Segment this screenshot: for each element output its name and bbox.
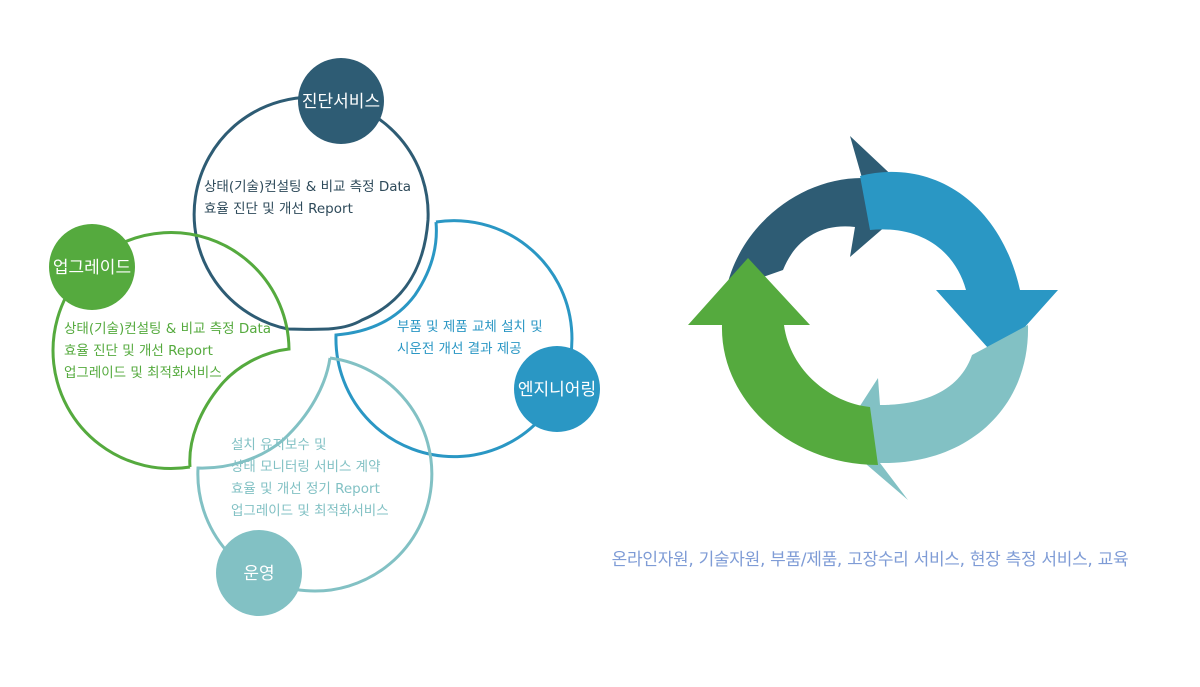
engineering-badge[interactable]: 엔지니어링 (514, 346, 600, 432)
operation-line: 업그레이드 및 최적화서비스 (231, 503, 389, 519)
engineering-text: 부품 및 제품 교체 설치 및 시운전 개선 결과 제공 (397, 319, 543, 357)
upgrade-text: 상태(기술)컨설팅 & 비교 측정 Data 효율 진단 및 개선 Report… (64, 321, 271, 381)
cycle-caption: 온라인자원, 기술자원, 부품/제품, 고장수리 서비스, 현장 측정 서비스,… (611, 550, 1129, 570)
upgrade-line: 효율 진단 및 개선 Report (64, 343, 213, 359)
upgrade-ring (51, 231, 291, 471)
cycle-arrows (688, 136, 1058, 500)
engineering-line: 부품 및 제품 교체 설치 및 (397, 319, 543, 335)
operation-badge[interactable]: 운영 (216, 530, 302, 616)
diagnosis-badge[interactable]: 진단서비스 (298, 58, 384, 144)
operation-line: 효율 및 개선 정기 Report (231, 481, 380, 497)
diagnosis-line: 상태(기술)컨설팅 & 비교 측정 Data (204, 179, 411, 195)
diagnosis-text: 상태(기술)컨설팅 & 비교 측정 Data 효율 진단 및 개선 Report (204, 179, 411, 217)
cycle-arrow-green-icon (688, 258, 878, 465)
operation-title: 운영 (243, 564, 274, 584)
cycle-arrow-teal-icon (838, 325, 1029, 500)
operation-line: 상태 모니터링 서비스 계약 (231, 459, 381, 475)
operation-line: 설치 유지보수 및 (231, 437, 327, 453)
operation-text: 설치 유지보수 및 상태 모니터링 서비스 계약 효율 및 개선 정기 Repo… (231, 437, 389, 519)
upgrade-line: 상태(기술)컨설팅 & 비교 측정 Data (64, 321, 271, 337)
cycle-arrow-blue-icon (860, 171, 1058, 358)
engineering-title: 엔지니어링 (518, 380, 596, 400)
diagnosis-title: 진단서비스 (302, 92, 380, 112)
upgrade-line: 업그레이드 및 최적화서비스 (64, 365, 222, 381)
diagnosis-line: 효율 진단 및 개선 Report (204, 201, 353, 217)
engineering-line: 시운전 개선 결과 제공 (397, 341, 522, 357)
upgrade-badge[interactable]: 업그레이드 (49, 224, 135, 310)
upgrade-title: 업그레이드 (53, 258, 131, 278)
engineering-ring (334, 219, 574, 459)
